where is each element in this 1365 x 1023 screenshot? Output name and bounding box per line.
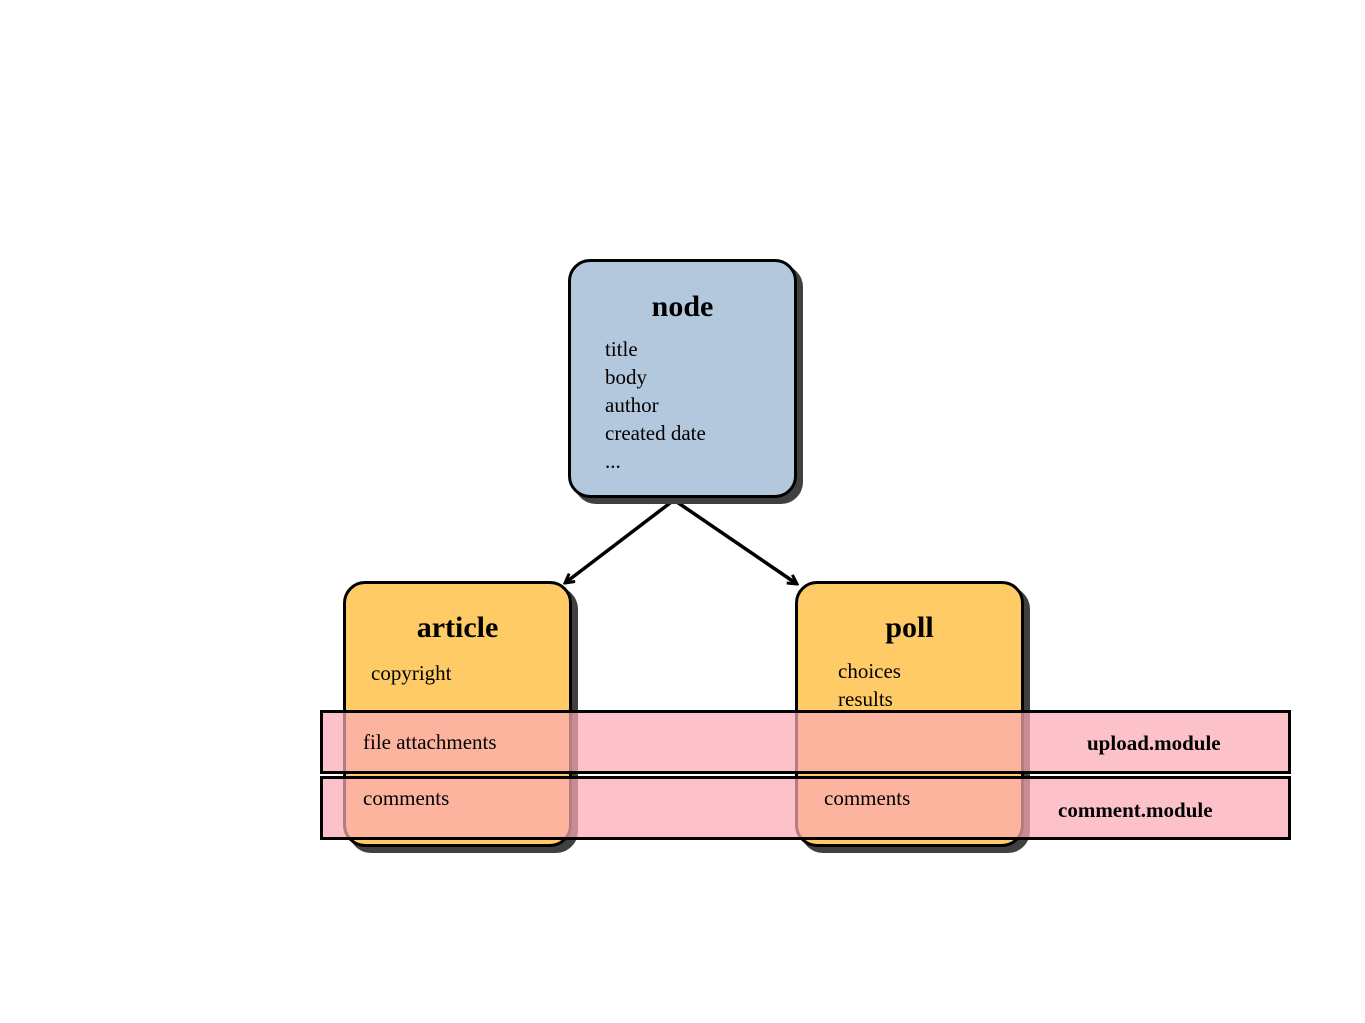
article-field-list: copyright xyxy=(371,659,451,687)
article-field: copyright xyxy=(371,661,452,685)
node-field: author xyxy=(605,393,659,417)
upload-article-text: file attachments xyxy=(363,730,497,754)
poll-field: results xyxy=(838,687,893,711)
poll-title: poll xyxy=(885,611,934,644)
comment-poll-text: comments xyxy=(824,786,911,810)
node-field: title xyxy=(605,337,638,361)
node-field: created date xyxy=(605,421,706,445)
comment-module-label: comment.module xyxy=(1058,798,1213,822)
node-box: node title body author created date... xyxy=(568,259,797,498)
poll-field-list: choices results xyxy=(838,657,901,713)
comment-article-text: comments xyxy=(363,786,450,810)
node-field: ... xyxy=(605,449,621,473)
upload-module-label: upload.module xyxy=(1087,731,1221,755)
upload-module-band xyxy=(320,710,1291,774)
arrow-node-to-article xyxy=(565,498,676,583)
arrow-node-to-poll xyxy=(673,498,797,584)
poll-field: choices xyxy=(838,659,901,683)
node-field: body xyxy=(605,365,647,389)
node-field-list: title body author created date... xyxy=(605,335,706,475)
node-title: node xyxy=(651,290,714,323)
comment-module-band xyxy=(320,776,1291,840)
article-title: article xyxy=(416,611,499,644)
